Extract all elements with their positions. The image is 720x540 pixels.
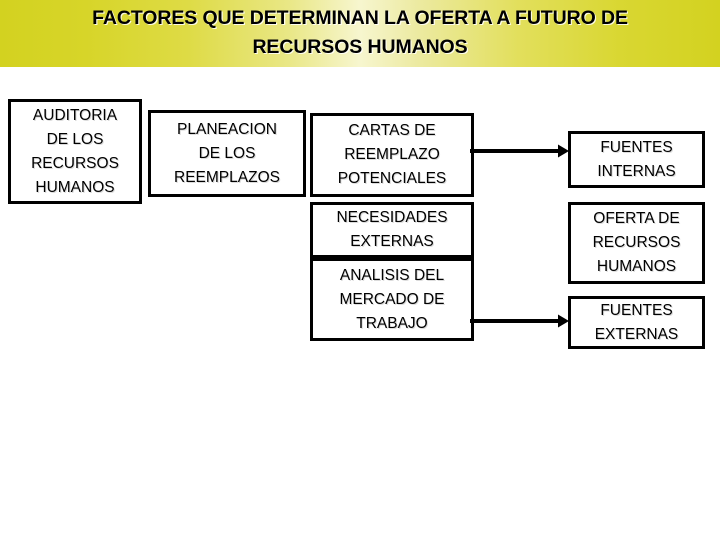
diagram-box-auditoria[interactable]: AUDITORIA DE LOS RECURSOS HUMANOS [8, 99, 142, 204]
header-banner [0, 0, 720, 67]
arrow-right-icon-cartas-to-fuentes-internas [470, 142, 570, 160]
diagram-box-fuentes-internas[interactable]: FUENTES INTERNAS [568, 131, 705, 188]
diagram-box-fuentes-externas[interactable]: FUENTES EXTERNAS [568, 296, 705, 349]
arrow-right-icon-analisis-to-fuentes-externas [470, 312, 570, 330]
diagram-box-necesidades-externas[interactable]: NECESIDADES EXTERNAS [310, 202, 474, 258]
diagram-box-cartas-reemplazo[interactable]: CARTAS DE REEMPLAZO POTENCIALES [310, 113, 474, 197]
diagram-box-oferta-recursos-humanos[interactable]: OFERTA DE RECURSOS HUMANOS [568, 202, 705, 284]
page-title: FACTORES QUE DETERMINAN LA OFERTA A FUTU… [92, 7, 628, 58]
diagram-box-analisis-mercado[interactable]: ANALISIS DEL MERCADO DE TRABAJO [310, 258, 474, 341]
diagram-box-planeacion[interactable]: PLANEACION DE LOS REEMPLAZOS [148, 110, 306, 197]
